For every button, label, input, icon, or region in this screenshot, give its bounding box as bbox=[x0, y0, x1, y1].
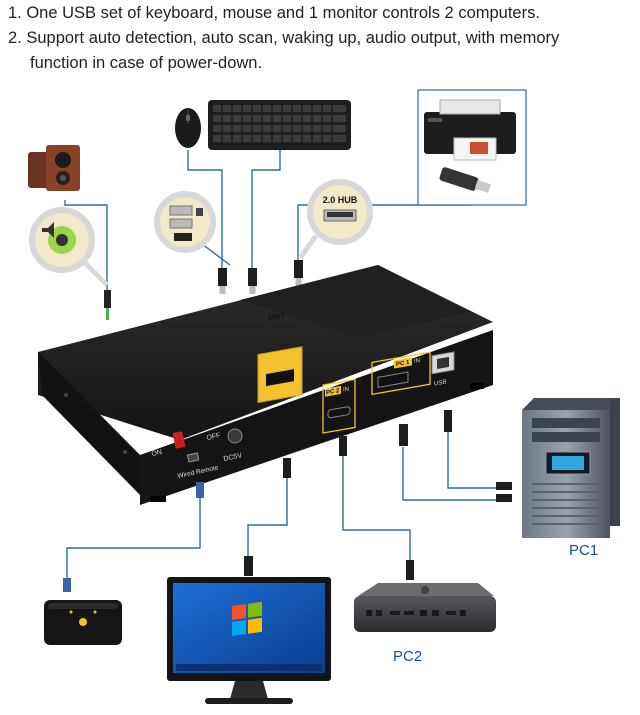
pc1-port-frame bbox=[371, 351, 431, 396]
printer-icon bbox=[424, 99, 516, 161]
cable-plugs bbox=[63, 410, 512, 592]
out-label: OUT bbox=[268, 311, 285, 323]
pc1-label-text: PC1 bbox=[569, 542, 599, 559]
off-label: OFF bbox=[206, 432, 221, 442]
on-label: ON bbox=[151, 449, 163, 458]
speakers-icon bbox=[28, 145, 80, 191]
feature-line-1: 1. One USB set of keyboard, mouse and 1 … bbox=[8, 4, 540, 22]
usb-flash-drive-icon bbox=[439, 167, 491, 193]
pc2-label-text: PC2 bbox=[393, 648, 423, 665]
keyboard-icon bbox=[208, 100, 351, 150]
monitor-icon bbox=[167, 577, 331, 704]
kvm-front-panel: ON OFF DC5V Wired Remote OUT PC 2 IN PC … bbox=[151, 311, 455, 480]
wired-remote-icon bbox=[44, 600, 122, 645]
mouse-icon bbox=[175, 108, 201, 148]
usb-ports-callout bbox=[154, 191, 216, 253]
dc-label: DC5V bbox=[223, 452, 243, 463]
usb-plugs-icon bbox=[218, 260, 303, 294]
pc1-tower-icon bbox=[522, 398, 620, 538]
pc2-mini-pc-icon bbox=[354, 583, 496, 632]
power-switch[interactable] bbox=[172, 431, 186, 449]
pc1-label: PC 1 bbox=[396, 360, 410, 368]
usb-hub-label: 2.0 HUB bbox=[323, 195, 358, 205]
pc1-in-label: IN bbox=[414, 358, 420, 365]
feature-line-3: function in case of power-down. bbox=[30, 54, 263, 72]
pc2-typec-port bbox=[327, 406, 351, 419]
pc2-label: PC 2 bbox=[326, 388, 340, 396]
feature-line-2: 2. Support auto detection, auto scan, wa… bbox=[8, 29, 560, 47]
usb-hub-callout: 2.0 HUB bbox=[297, 179, 373, 260]
pc1-hdmi-port bbox=[377, 371, 409, 388]
dc-jack bbox=[227, 428, 243, 444]
wired-remote-port bbox=[186, 452, 200, 463]
cables bbox=[64, 150, 498, 580]
hdmi-out-port bbox=[266, 369, 294, 387]
audio-plug-icon bbox=[104, 290, 111, 320]
pc2-in-label: IN bbox=[343, 386, 349, 393]
pc2-port-frame bbox=[322, 378, 356, 434]
usb-port-label: USB bbox=[434, 379, 446, 387]
audio-port-callout bbox=[29, 207, 109, 287]
